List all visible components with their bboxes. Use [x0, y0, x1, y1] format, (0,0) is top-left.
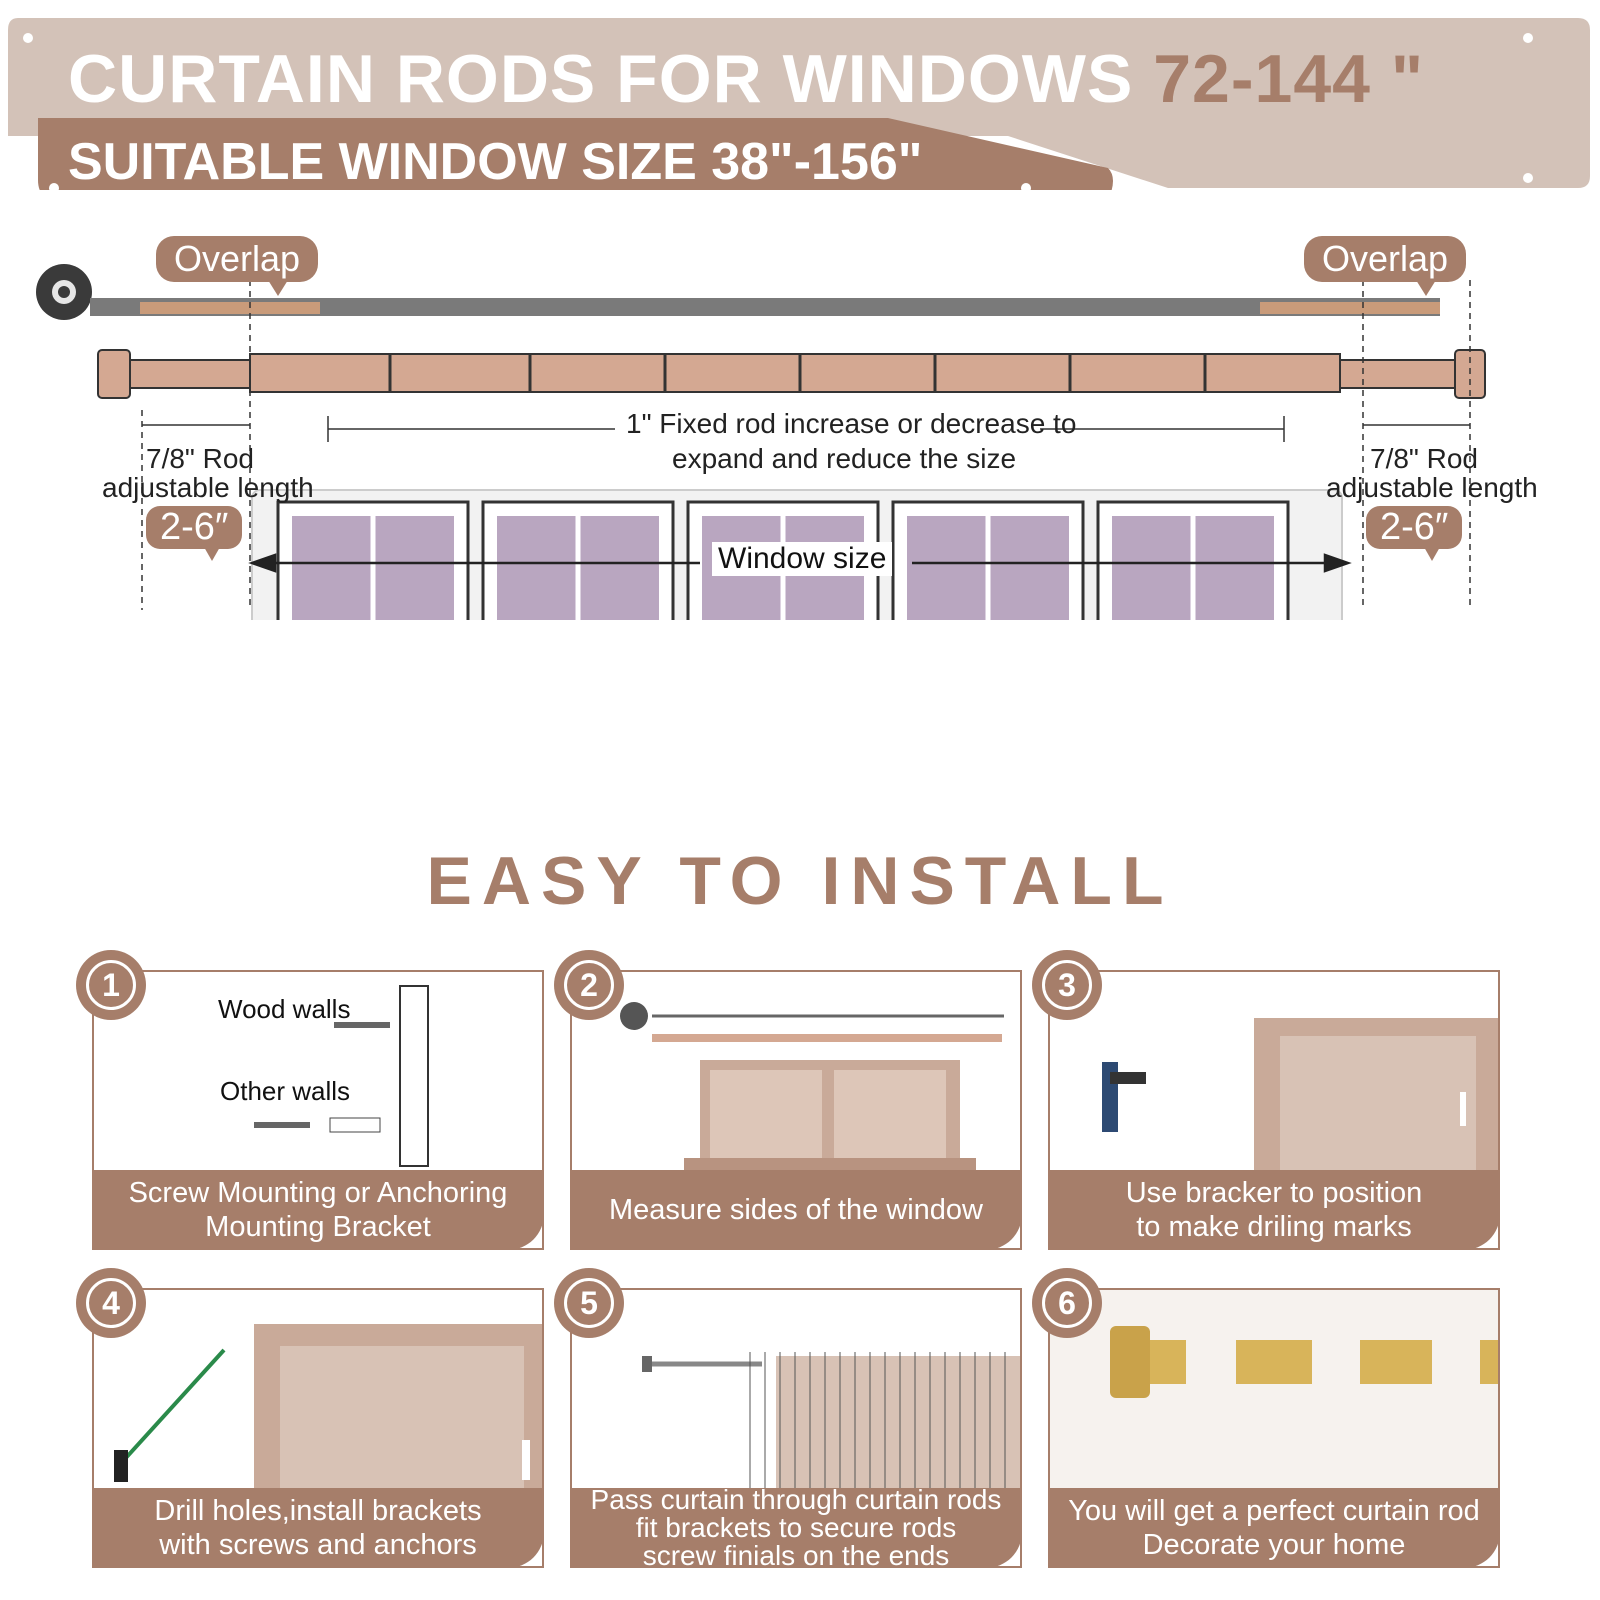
step-number-badge: 2 [554, 950, 624, 1020]
wood-walls-label: Wood walls [218, 994, 351, 1024]
measure-illustration [620, 1002, 1004, 1170]
step-number-badge: 3 [1032, 950, 1102, 1020]
step-card-1: Wood walls Other walls Screw Mounting or… [76, 950, 544, 1250]
curtain-rod [97, 349, 1486, 399]
step-number-badge: 1 [76, 950, 146, 1020]
step-number-badge: 5 [554, 1268, 624, 1338]
banner-background [8, 18, 1590, 190]
wall-mount-illustration [254, 985, 429, 1167]
window-size-arrow [248, 553, 1352, 573]
install-heading: EASY TO INSTALL [426, 843, 1174, 919]
title-size-range: 72-144 " [1153, 41, 1425, 117]
overlap-label-left: Overlap [156, 236, 319, 296]
page-title: CURTAIN RODS FOR WINDOWS 72-144 " [68, 41, 1425, 117]
rod-right-label-line1: 7/8" Rod [1370, 443, 1479, 474]
adjust-range-right: 2-6″ [1366, 506, 1463, 561]
screwdriver-illustration [114, 1324, 542, 1488]
drill-illustration [1102, 1018, 1498, 1170]
rod-left-label-line1: 7/8" Rod [146, 443, 255, 474]
adjust-range-left: 2-6″ [146, 506, 243, 561]
finished-rod-illustration [1050, 1290, 1498, 1488]
overlap-label-right: Overlap [1304, 236, 1467, 296]
step-card-2: Measure sides of the window 2 [554, 950, 1022, 1250]
step-number-badge: 6 [1032, 1268, 1102, 1338]
fixed-rod-label-line1: 1" Fixed rod increase or decrease to [626, 408, 1077, 439]
step-caption: Measure sides of the window [570, 1170, 1022, 1250]
curtain-illustration [642, 1352, 1020, 1488]
window-size-label: Window size [712, 542, 893, 576]
tape-measure-icon [36, 264, 1440, 320]
fixed-rod-label-line2: expand and reduce the size [672, 443, 1017, 474]
page-subtitle: SUITABLE WINDOW SIZE 38"-156" [68, 133, 923, 191]
rod-right-label-line2: adjustable length [1326, 472, 1538, 503]
rod-left-label-line2: adjustable length [102, 472, 314, 503]
other-walls-label: Other walls [220, 1076, 351, 1106]
step-number-badge: 4 [76, 1268, 146, 1338]
